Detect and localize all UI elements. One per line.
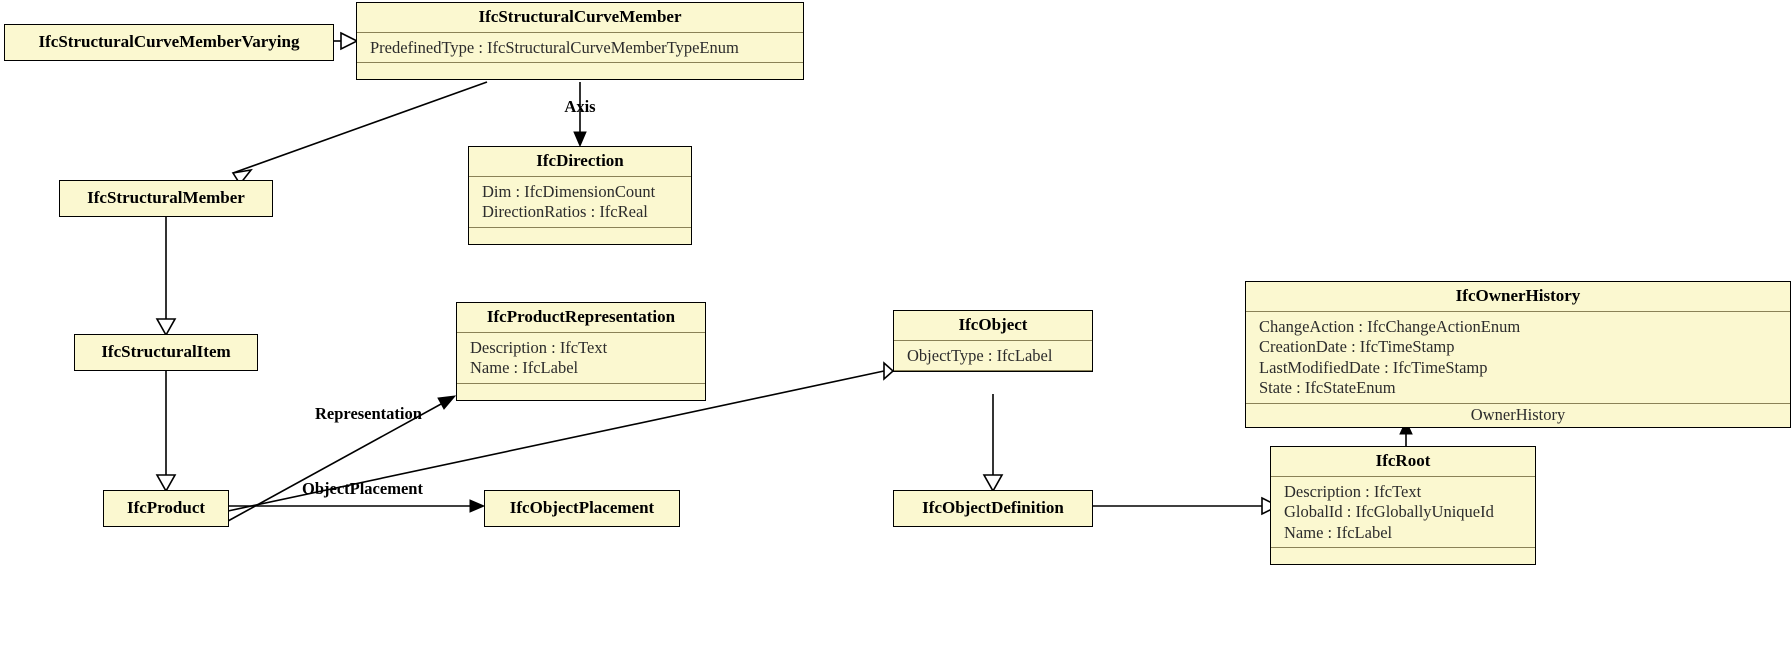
arrowhead-hollow-object	[883, 361, 895, 381]
attribute-row: Dim : IfcDimensionCount	[482, 181, 656, 201]
attribute-row: ObjectType : IfcLabel	[907, 345, 1053, 365]
compartment-divider	[357, 62, 803, 64]
class-box-ifcobjectdefinition[interactable]: IfcObjectDefinition	[893, 490, 1093, 527]
arrowhead-hollow-objectdefinition	[982, 474, 1004, 493]
class-title: IfcStructuralMember	[87, 188, 245, 207]
class-title: IfcProductRepresentation	[486, 307, 676, 326]
attribute-row: CreationDate : IfcTimeStamp	[1259, 337, 1455, 357]
class-box-ifcstructuralitem[interactable]: IfcStructuralItem	[74, 334, 258, 371]
class-title: IfcOwnerHistory	[1455, 286, 1581, 305]
compartment-divider	[457, 331, 705, 333]
arrowhead-hollow-curvemember	[340, 31, 359, 51]
arrowhead-hollow-structuralmember	[231, 168, 253, 186]
class-box-ifcownerhistory[interactable]: IfcOwnerHistory ChangeAction : IfcChange…	[1245, 281, 1791, 429]
attribute-row: State : IfcStateEnum	[1259, 378, 1396, 398]
attribute-row: PredefinedType : IfcStructuralCurveMembe…	[370, 37, 739, 57]
class-operations-empty	[357, 63, 803, 79]
attribute-row: LastModifiedDate : IfcTimeStamp	[1259, 357, 1488, 377]
class-box-ifcroot[interactable]: IfcRoot Description : IfcText GlobalId :…	[1270, 446, 1536, 566]
class-attributes: Description : IfcText Name : IfcLabel	[457, 333, 705, 383]
compartment-divider	[894, 370, 1092, 372]
attribute-row: Name : IfcLabel	[1284, 522, 1393, 542]
edge-product-to-object	[227, 370, 885, 512]
class-attributes: Description : IfcText GlobalId : IfcGlob…	[1271, 477, 1535, 548]
compartment-divider	[357, 31, 803, 33]
class-box-ifcdirection[interactable]: IfcDirection Dim : IfcDimensionCount Dir…	[468, 146, 692, 245]
class-box-ifcstructuralmember[interactable]: IfcStructuralMember	[59, 180, 273, 217]
edge-label-objectplacement: ObjectPlacement	[302, 479, 423, 498]
compartment-divider	[469, 226, 691, 228]
class-box-ifcproductrepresentation[interactable]: IfcProductRepresentation Description : I…	[456, 302, 706, 401]
arrowhead-hollow-structuralitem	[155, 318, 177, 337]
role-compartment-ownerhistory: OwnerHistory	[1470, 405, 1566, 425]
class-title: IfcDirection	[536, 151, 624, 170]
class-attributes: PredefinedType : IfcStructuralCurveMembe…	[357, 33, 803, 63]
arrowhead-hollow-product	[155, 474, 177, 493]
class-box-ifcobjectplacement[interactable]: IfcObjectPlacement	[484, 490, 680, 527]
attribute-row: ChangeAction : IfcChangeActionEnum	[1259, 316, 1521, 336]
class-operations-empty	[457, 384, 705, 400]
attribute-row: Description : IfcText	[1284, 481, 1422, 501]
attribute-row: Name : IfcLabel	[470, 358, 579, 378]
class-attributes: Dim : IfcDimensionCount DirectionRatios …	[469, 177, 691, 227]
edge-product-to-productrepresentation	[227, 397, 453, 522]
class-title: IfcStructuralCurveMemberVarying	[38, 32, 300, 51]
class-title: IfcObject	[958, 315, 1028, 334]
class-title: IfcProduct	[126, 498, 206, 517]
compartment-divider	[1246, 403, 1790, 405]
class-title: IfcRoot	[1375, 451, 1431, 470]
class-box-ifcproduct[interactable]: IfcProduct	[103, 490, 229, 527]
class-attributes: ObjectType : IfcLabel	[894, 341, 1092, 371]
arrowhead-solid-direction	[573, 131, 587, 148]
edge-label-axis: Axis	[564, 97, 596, 116]
class-title: IfcStructuralItem	[101, 342, 231, 361]
compartment-divider	[1271, 475, 1535, 477]
class-box-ifcobject[interactable]: IfcObject ObjectType : IfcLabel	[893, 310, 1093, 373]
compartment-divider	[469, 175, 691, 177]
class-title: IfcObjectDefinition	[922, 498, 1064, 517]
attribute-row: Description : IfcText	[470, 337, 608, 357]
attribute-row: DirectionRatios : IfcReal	[482, 202, 648, 222]
compartment-divider	[1246, 310, 1790, 312]
arrowhead-solid-productrepresentation	[437, 395, 457, 410]
class-operations-empty	[469, 228, 691, 244]
arrowhead-solid-objectplacement	[469, 499, 486, 513]
edge-label-representation: Representation	[315, 404, 422, 423]
compartment-divider	[1271, 547, 1535, 549]
class-title: IfcStructuralCurveMember	[478, 7, 682, 26]
class-operations-empty	[1271, 548, 1535, 564]
attribute-row: GlobalId : IfcGloballyUniqueId	[1284, 502, 1494, 522]
class-box-ifcstructuralcurvemembervarying[interactable]: IfcStructuralCurveMemberVarying	[4, 24, 334, 61]
class-title: IfcObjectPlacement	[509, 498, 655, 517]
edge-curvemember-to-structuralmember	[232, 81, 488, 174]
class-attributes: ChangeAction : IfcChangeActionEnum Creat…	[1246, 312, 1790, 404]
class-box-ifcstructuralcurvemember[interactable]: IfcStructuralCurveMember PredefinedType …	[356, 2, 804, 81]
compartment-divider	[457, 382, 705, 384]
compartment-divider	[894, 339, 1092, 341]
